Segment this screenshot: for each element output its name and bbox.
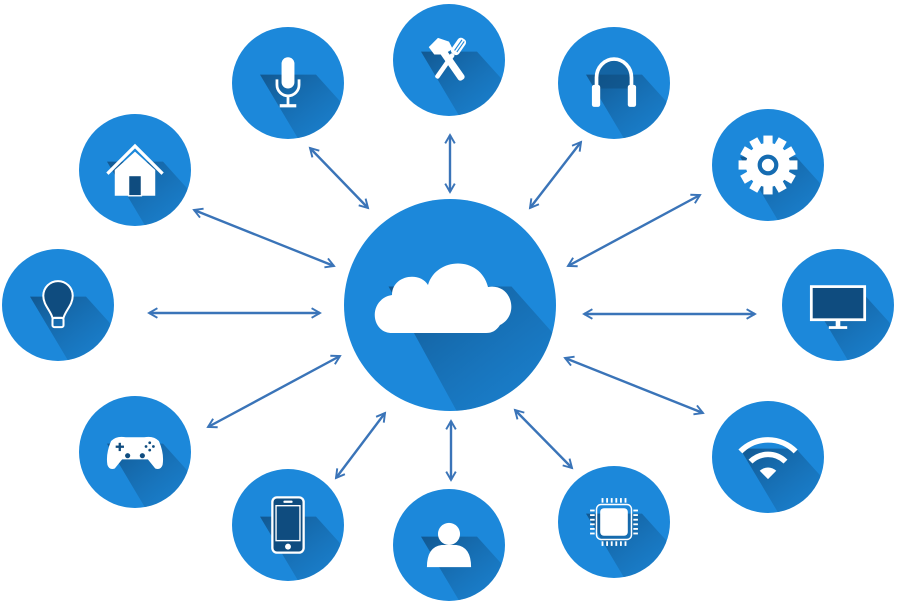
node-chip: [558, 466, 670, 578]
house-icon: [106, 143, 164, 197]
monitor-icon: [809, 285, 867, 329]
arrow-chip: [513, 408, 574, 470]
arrow-smartphone: [334, 411, 387, 480]
node-monitor: [782, 249, 894, 361]
microphone-icon: [275, 57, 301, 108]
arrow-microphone: [308, 146, 370, 210]
headphones-icon: [591, 57, 637, 107]
user-icon: [426, 522, 472, 568]
arrow-home: [192, 207, 336, 269]
node-gamepad: [79, 396, 191, 508]
node-user: [393, 489, 505, 601]
arrow-settings: [566, 193, 702, 268]
gamepad-icon: [106, 436, 164, 470]
node-settings: [712, 109, 824, 221]
node-smartphone: [232, 469, 344, 581]
smartphone-icon: [271, 496, 305, 554]
gear-icon: [738, 135, 798, 195]
node-lightbulb: [2, 249, 114, 361]
arrow-gamepad: [206, 354, 342, 429]
node-wifi: [712, 401, 824, 513]
cloud-icon: [374, 263, 512, 333]
connection-arrows: [147, 133, 757, 482]
node-tools: [393, 4, 505, 116]
hammer-screwdriver-icon: [428, 37, 467, 81]
node-headphones: [558, 27, 670, 139]
arrow-headphones: [528, 140, 583, 210]
microchip-icon: [590, 498, 638, 546]
node-home: [79, 114, 191, 226]
lightbulb-icon: [42, 280, 74, 329]
wifi-icon: [738, 437, 798, 480]
node-microphone: [232, 27, 344, 139]
arrow-wifi: [563, 355, 705, 416]
